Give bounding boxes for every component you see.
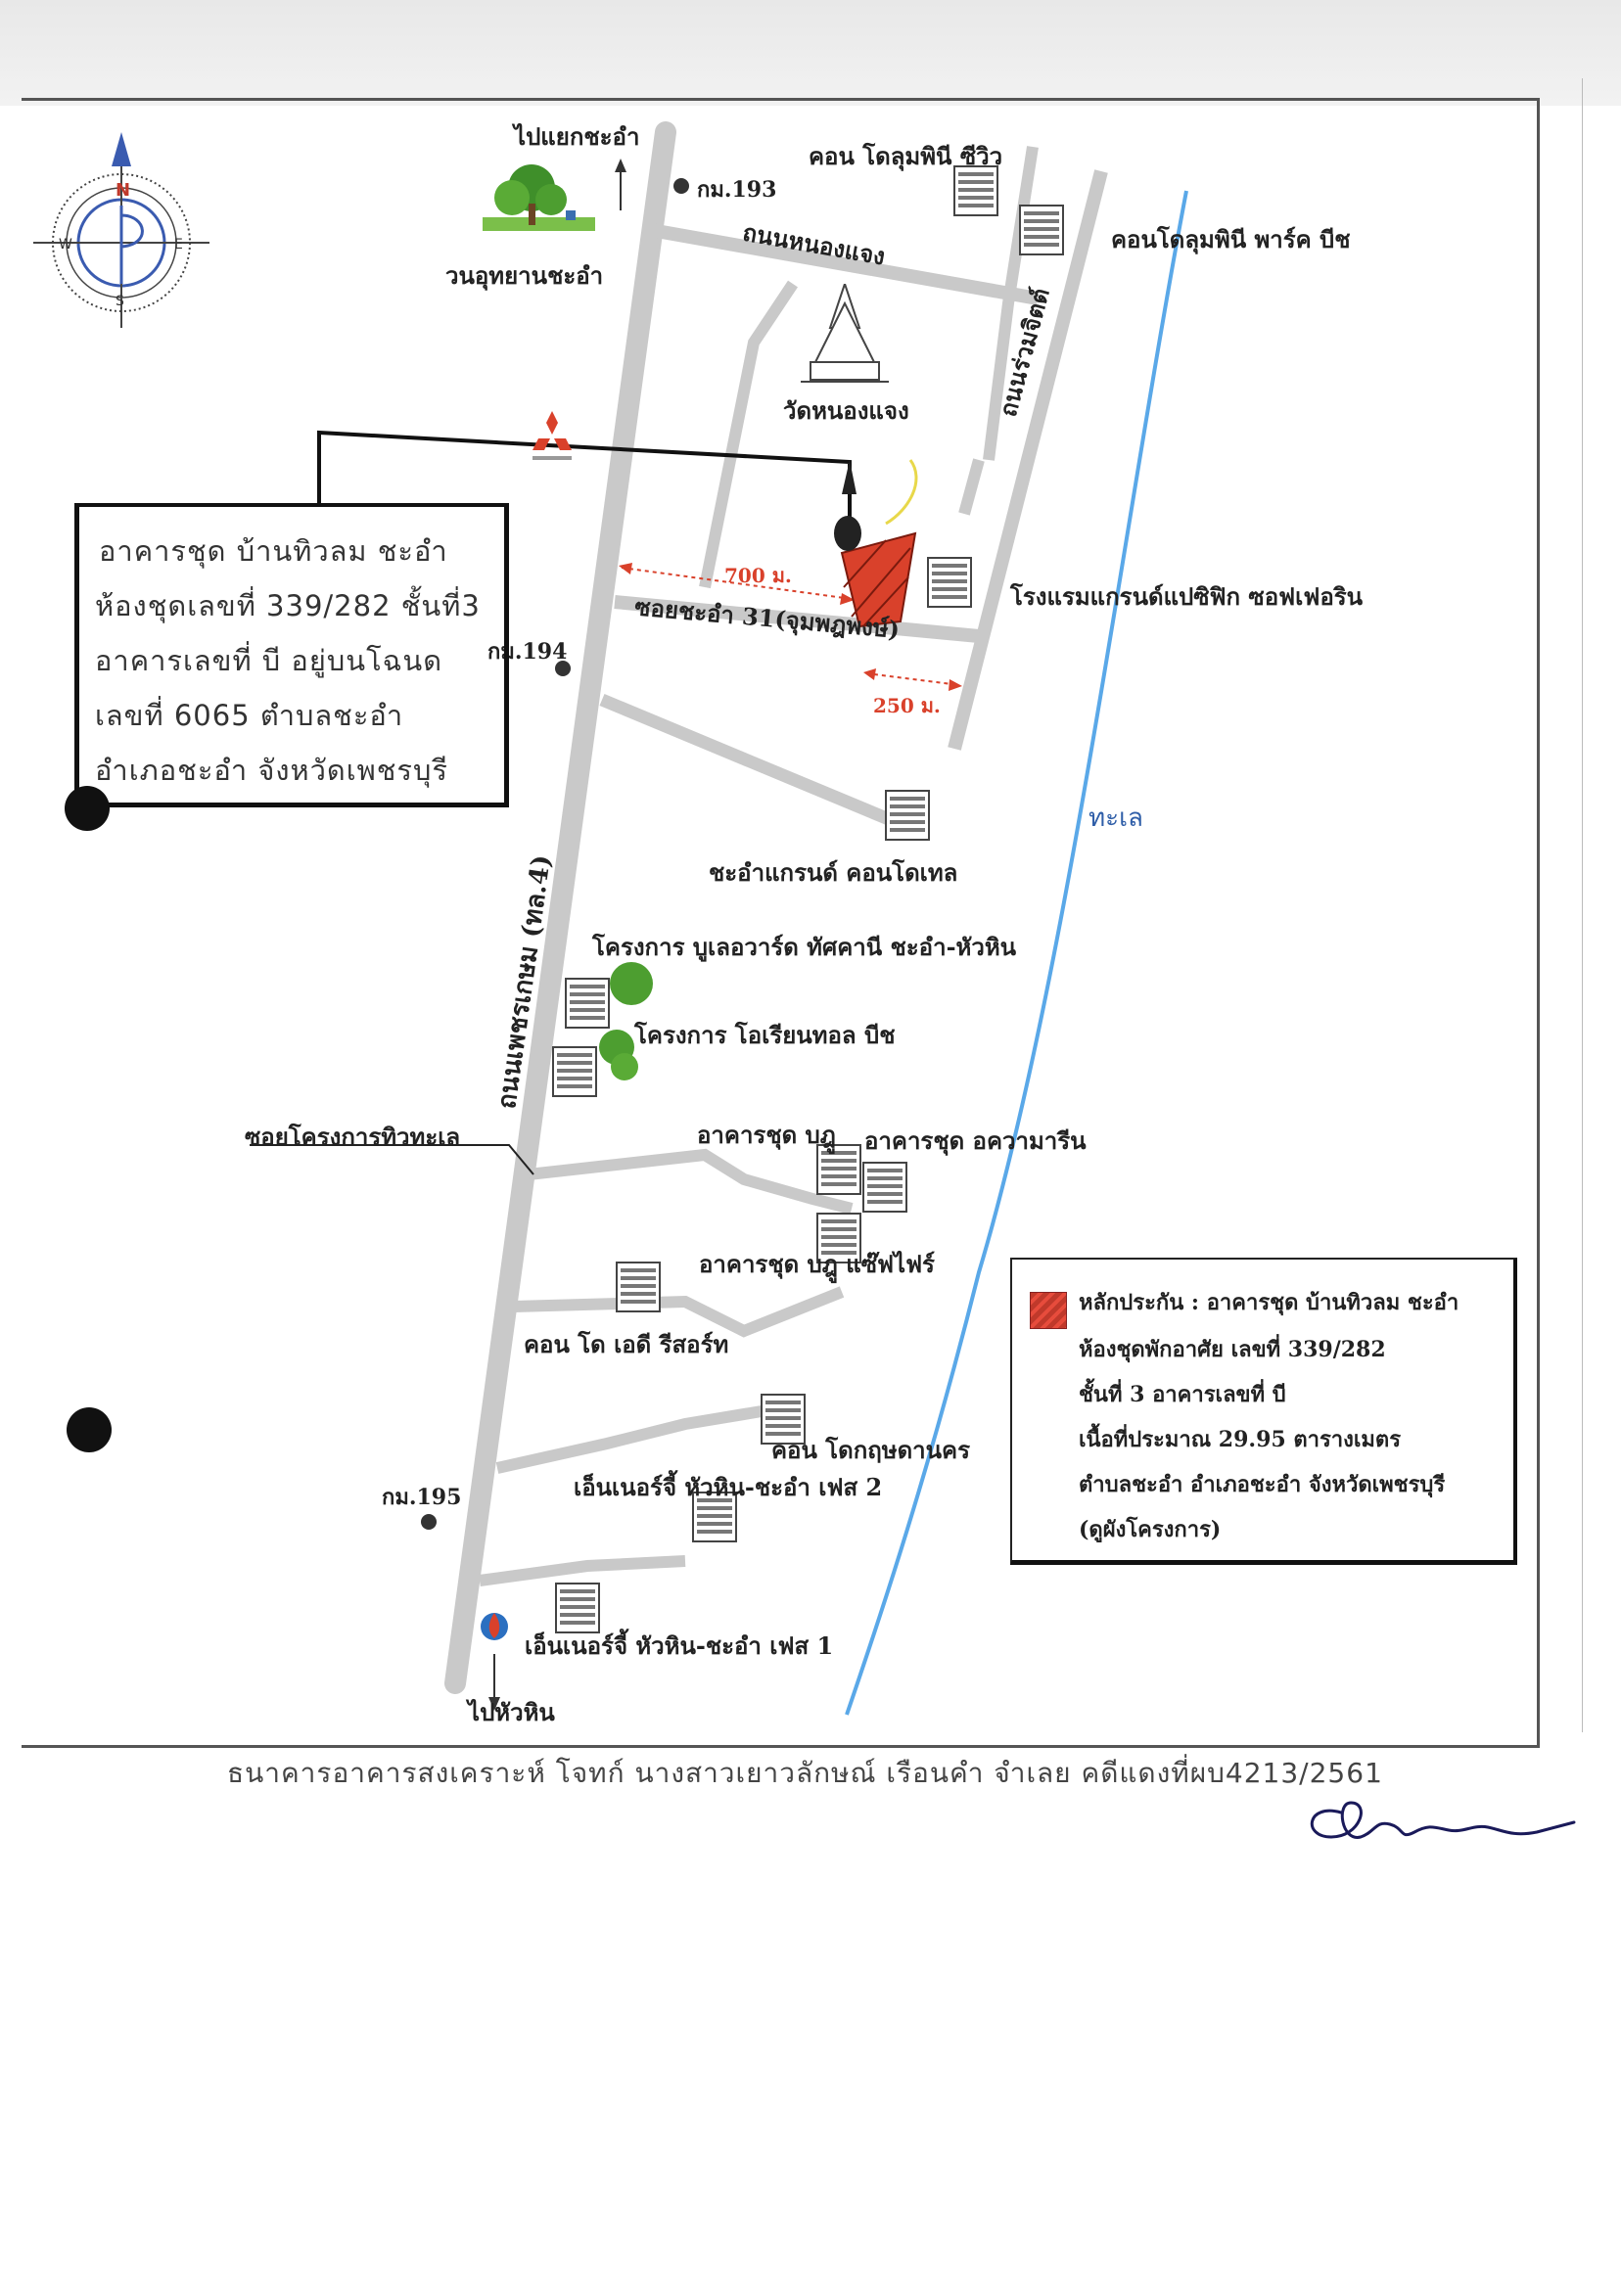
label-to-hua-hin: ไปหัวหิน <box>468 1698 555 1726</box>
park-tree-icon <box>483 164 595 231</box>
building-grand-pacific-icon <box>927 557 972 608</box>
handbox-line-1: อาคารชุด บ้านทิวลม ชะอำ <box>99 534 448 568</box>
ptt-station-icon <box>481 1613 508 1640</box>
punch-hole-top <box>65 786 110 831</box>
collateral-parcel <box>840 531 917 628</box>
collateral-swatch <box>1030 1292 1067 1329</box>
label-km193: กม.193 <box>697 177 777 203</box>
legend-line-6: (ดูผังโครงการ) <box>1079 1517 1222 1542</box>
label-bagu-seaside-condo: อาคารชุด บฎู แซ๊ฟไฟร์ <box>699 1250 935 1278</box>
building-condotel-icon <box>885 790 930 841</box>
building-energy1-icon <box>555 1583 600 1633</box>
label-chaam-park: วนอุทยานชะอำ <box>445 261 604 290</box>
legend-line-3: ชั้นที่ 3 อาคารเลขที่ บี <box>1079 1382 1286 1407</box>
soi-thiwthale-line <box>528 1148 854 1215</box>
footer-case-note: ธนาคารอาคารสงเคราะห์ โจทก์ นางสาวเยาวลัก… <box>227 1757 1383 1789</box>
ruam-chit-road-line <box>948 169 1108 751</box>
building-lumpini-park-icon <box>1019 205 1064 255</box>
branch-road-c <box>958 458 985 516</box>
phetkasem-road-line <box>444 121 676 1694</box>
pointer-line <box>317 430 852 538</box>
legend-line-2: ห้องชุดพักอาศัย เลขที่ 339/282 <box>1079 1337 1386 1362</box>
label-chaam-grand-condotel: ชะอำแกรนด์ คอนโดเทล <box>709 858 958 887</box>
soi-label-underline <box>250 1144 534 1175</box>
soi-chaam31-line <box>614 595 980 643</box>
label-km195: กม.195 <box>382 1485 462 1510</box>
building-boulevard-icon <box>565 978 610 1029</box>
label-distance-700: 700 ม. <box>724 564 792 587</box>
building-ad-resort-icon <box>616 1262 661 1312</box>
label-distance-250: 250 ม. <box>873 694 941 717</box>
compass-n: N <box>116 180 130 201</box>
label-soi-project-thiwthale: ซอยโครงการทิวทะเล <box>245 1123 461 1151</box>
km194-marker <box>555 661 571 676</box>
legend-line-1: หลักประกัน : อาคารชุด บ้านทิวลม ชะอำ <box>1079 1290 1459 1315</box>
compass-s: S <box>116 294 124 309</box>
legend-box: หลักประกัน : อาคารชุด บ้านทิวลม ชะอำ ห้อ… <box>1010 1258 1517 1565</box>
km193-marker <box>673 178 689 194</box>
label-sea: ทะเล <box>1088 804 1143 833</box>
label-bagu-condo: อาคารชุด บฎู <box>697 1121 836 1149</box>
map-frame-outer-line <box>1582 78 1583 1732</box>
building-oriental-icon <box>552 1046 597 1097</box>
road-ad-resort <box>513 1286 845 1338</box>
label-ad-resort-condo: คอน โด เอดี รีสอร์ท <box>524 1330 729 1358</box>
label-km194: กม.194 <box>487 639 568 665</box>
label-wat-nong-chaeng: วัดหนองแจง <box>783 396 909 425</box>
road-energy2 <box>495 1403 774 1474</box>
map-frame <box>22 98 1540 1748</box>
signature <box>1310 1801 1576 1839</box>
temple-icon <box>801 284 889 383</box>
mitsubishi-logo-icon <box>533 411 572 460</box>
km195-marker <box>421 1514 437 1530</box>
branch-road-b <box>699 280 798 589</box>
building-aquamarine-icon <box>862 1162 907 1213</box>
label-oriental-project: โครงการ โอเรียนทอล บีช <box>634 1021 896 1049</box>
legend-line-5: ตำบลชะอำ อำเภอชะอำ จังหวัดเพชรบุรี <box>1079 1472 1446 1497</box>
label-energy-phase1: เอ็นเนอร์จี้ หัวหิน-ชะอำ เฟส 1 <box>525 1631 834 1660</box>
legend-line-4: เนื้อที่ประมาณ 29.95 ตารางเมตร <box>1079 1427 1402 1452</box>
label-aquamarine-condo: อาคารชุด อความารีน <box>864 1126 1087 1155</box>
compass-north-arrow <box>112 132 131 166</box>
compass-w: W <box>59 237 72 253</box>
road-to-condotel <box>599 694 899 828</box>
label-condo-lumpini-seaview: คอน โดลุมพินี ซีวิว <box>809 142 1003 170</box>
nong-chaeng-road-line <box>649 223 1040 305</box>
handbox-line-5: อำเภอชะอำ จังหวัดเพชรบุรี <box>95 754 448 787</box>
handbox-line-4: เลขที่ 6065 ตำบลชะอำ <box>95 699 404 732</box>
handwritten-property-box: อาคารชุด บ้านทิวลม ชะอำ ห้องชุดเลขที่ 33… <box>74 503 509 807</box>
label-krisda-condo: คอน โดกฤษดานคร <box>771 1436 971 1464</box>
handbox-line-3: อาคารเลขที่ บี อยู่บนโฉนด <box>95 644 443 677</box>
punch-hole-bottom <box>67 1407 112 1452</box>
compass-rose: N S W E <box>33 132 209 328</box>
handbox-line-2: ห้องชุดเลขที่ 339/282 ชั้นที่3 <box>95 589 481 622</box>
label-grand-pacific-hotel: โรงแรมแกรนด์แปซิฟิก ซอฟเฟอริน <box>1010 582 1364 611</box>
scan-top-shadow <box>0 0 1621 106</box>
road-energy1 <box>479 1555 686 1586</box>
label-boulevard-project: โครงการ บูเลอวาร์ด ทัศคานี ชะอำ-หัวหิน <box>592 933 1017 961</box>
label-condo-lumpini-park-beach: คอนโดลุมพินี พาร์ค บีช <box>1111 225 1351 253</box>
compass-e: E <box>174 237 183 253</box>
branch-road-a <box>983 146 1039 461</box>
label-to-chaam-junction: ไปแยกชะอำ <box>514 122 640 151</box>
label-energy-phase2: เอ็นเนอร์จี้ หัวหิน-ชะอำ เฟส 2 <box>574 1473 883 1501</box>
sea-coastline <box>845 190 1188 1716</box>
